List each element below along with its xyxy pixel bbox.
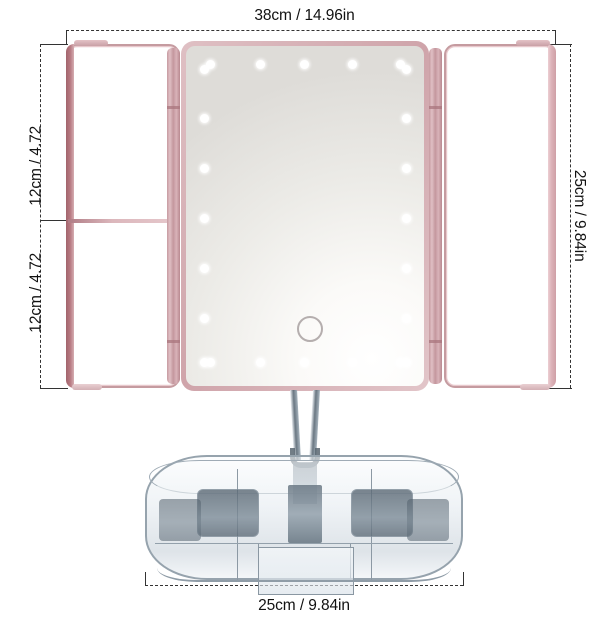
acrylic-organizer-tray bbox=[145, 455, 463, 595]
tray-shadow-right bbox=[407, 499, 449, 541]
led-bottom-1 bbox=[256, 358, 265, 367]
left-dimension-tick-middle bbox=[40, 220, 68, 221]
top-dimension-tick-left bbox=[66, 30, 67, 44]
tray-compartment-left bbox=[197, 489, 259, 537]
touch-dimmer-button[interactable] bbox=[297, 316, 323, 342]
right-hinge bbox=[429, 48, 442, 384]
tray-shelf-line-1 bbox=[237, 543, 371, 544]
right-dimension-tick-top bbox=[548, 44, 572, 45]
tray-center-column bbox=[288, 485, 322, 543]
led-right-6 bbox=[402, 358, 411, 367]
left-dimension-tick-bottom bbox=[40, 388, 68, 389]
led-top-0 bbox=[206, 60, 215, 69]
right-dimension-line bbox=[570, 44, 571, 388]
led-top-4 bbox=[396, 60, 405, 69]
top-dimension-line bbox=[66, 30, 555, 31]
left-wing-spine bbox=[66, 44, 74, 388]
left-wing-section-divider bbox=[68, 219, 179, 223]
bottom-dimension-tick-left bbox=[145, 572, 146, 586]
dimension-label-tray-width: 25cm / 9.84in bbox=[258, 597, 350, 614]
led-left-3 bbox=[200, 214, 209, 223]
right-wing-bottom-lip bbox=[520, 384, 550, 390]
tray-shadow-left bbox=[159, 499, 201, 541]
led-left-2 bbox=[200, 164, 209, 173]
led-left-1 bbox=[200, 114, 209, 123]
top-dimension-tick-right bbox=[555, 30, 556, 44]
led-top-3 bbox=[348, 60, 357, 69]
left-dimension-tick-top bbox=[40, 44, 68, 45]
dimension-label-width-top: 38cm / 14.96in bbox=[254, 7, 355, 24]
tray-compartment-right bbox=[351, 489, 413, 537]
led-bottom-3 bbox=[348, 358, 357, 367]
mirror-glass-surface bbox=[186, 46, 424, 386]
led-top-2 bbox=[300, 60, 309, 69]
led-bottom-2 bbox=[300, 358, 309, 367]
led-right-1 bbox=[402, 114, 411, 123]
led-left-6 bbox=[200, 358, 209, 367]
led-bottom-0 bbox=[206, 358, 215, 367]
tray-bottom-edge bbox=[157, 568, 451, 582]
left-wing-panel bbox=[66, 44, 180, 388]
left-wing-top-lip bbox=[74, 40, 108, 46]
led-right-2 bbox=[402, 164, 411, 173]
tray-shelf-line-2 bbox=[155, 543, 237, 544]
left-hinge bbox=[167, 48, 180, 384]
left-wing-bottom-lip bbox=[72, 384, 102, 390]
led-right-3 bbox=[402, 214, 411, 223]
led-right-5 bbox=[402, 314, 411, 323]
tray-shelf-line-3 bbox=[371, 543, 453, 544]
right-wing-panel bbox=[444, 44, 556, 388]
led-right-0 bbox=[402, 65, 411, 74]
tray-front-compartment bbox=[258, 547, 354, 595]
center-mirror-frame bbox=[181, 41, 429, 391]
led-left-5 bbox=[200, 314, 209, 323]
led-left-0 bbox=[200, 65, 209, 74]
right-dimension-tick-bottom bbox=[548, 388, 572, 389]
bottom-dimension-tick-right bbox=[463, 572, 464, 586]
right-wing-spine bbox=[548, 44, 556, 388]
left-dimension-line bbox=[40, 44, 41, 388]
led-top-1 bbox=[256, 60, 265, 69]
led-right-4 bbox=[402, 264, 411, 273]
led-left-4 bbox=[200, 264, 209, 273]
led-bottom-4 bbox=[396, 358, 405, 367]
right-wing-top-lip bbox=[516, 40, 550, 46]
